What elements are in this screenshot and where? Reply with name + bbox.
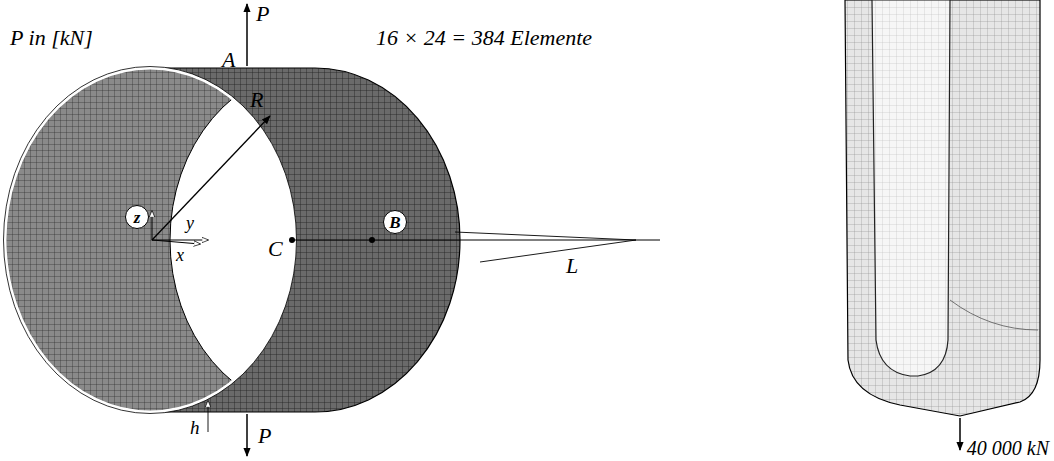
load-arrow [246,4,248,66]
thickness-arrow [208,401,209,432]
deformed-tube [845,0,1040,416]
drawing-label: C [268,237,283,261]
drawing-label: R [250,88,263,112]
load-arrow [246,414,248,456]
point-b [369,237,375,243]
axis-line [292,240,660,241]
radius-arrow [152,116,270,240]
point-c [289,237,295,243]
z-axis [152,211,153,240]
load-arrow [959,418,961,450]
cylinder-rim-edge [4,67,297,414]
drawing-label: h [190,418,200,439]
drawing-label: x [176,246,184,266]
drawing-label: P [256,2,269,26]
circled-letter: B [389,214,400,231]
deformed-tube-inner [872,0,950,376]
circled-letter: z [134,209,141,226]
drawing-label: A [222,48,235,72]
deformed-tube-fold [950,300,1038,330]
length-wedge [455,232,636,240]
drawing-label: P [258,424,271,448]
cylinder-rim [5,68,295,412]
length-wedge [480,240,636,262]
drawing-label: P in [kN] [10,26,93,50]
point-marker-circle: z [125,205,149,229]
drawing-label: 16 × 24 = 384 Elemente [376,26,592,50]
x-axis [152,240,200,244]
drawing-label: 40 000 kN [967,437,1049,459]
point-marker-circle: B [383,210,407,234]
drawing-label: L [566,254,578,278]
drawing-label: y [186,214,194,234]
